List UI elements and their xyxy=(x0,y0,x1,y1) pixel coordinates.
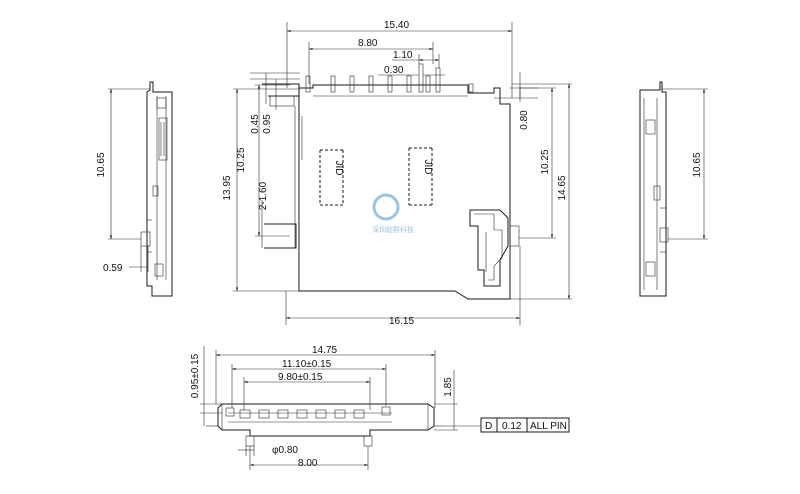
dim-10-25-right: 10.25 xyxy=(510,87,556,239)
dim-label: 10.65 xyxy=(96,152,107,177)
dim-label: 8.00 xyxy=(298,458,318,469)
dim-label: 0.80 xyxy=(519,110,530,130)
dim-front-9-80: 9.80±0.15 xyxy=(243,372,371,410)
pin-array xyxy=(305,63,474,93)
marker-left: JID xyxy=(319,149,344,206)
dim-label: 8.80 xyxy=(358,38,378,49)
dim-8-80: 8.80 xyxy=(308,38,434,84)
dim-label: 10.25 xyxy=(540,149,551,174)
tolerance-symbol: D xyxy=(485,421,492,432)
right-latch xyxy=(469,209,520,287)
dim-front-hole: φ0.80 xyxy=(238,445,298,456)
right-side-view xyxy=(639,81,669,297)
front-view xyxy=(206,403,444,447)
dim-label: 0.95±0.15 xyxy=(190,353,201,398)
dim-0-95: 0.95 xyxy=(250,78,300,134)
dim-label: φ0.80 xyxy=(272,445,298,456)
dim-label: 14.75 xyxy=(312,345,337,356)
dim-label: 1.10 xyxy=(393,50,413,61)
dim-front-8-00: 8.00 xyxy=(249,446,369,470)
dim-0-45: 0.45 xyxy=(250,72,300,134)
dim-0-80: 0.80 xyxy=(519,72,538,130)
front-pin-array xyxy=(239,409,365,419)
dim-label: 0.30 xyxy=(384,65,404,76)
dim-label: 2-1.60 xyxy=(258,181,269,210)
dim-label: 13.95 xyxy=(222,175,233,200)
dim-label: 10.65 xyxy=(692,152,703,177)
side-dimension-10-65-right: 10.65 xyxy=(662,88,708,240)
dim-label: 0.59 xyxy=(103,263,123,274)
side-dimension-0-59: 0.59 xyxy=(103,246,149,274)
dim-label: 9.80±0.15 xyxy=(278,372,323,383)
dim-label: 16.15 xyxy=(389,316,414,327)
dim-15-40: 15.40 xyxy=(286,20,513,98)
dim-label: 0.95 xyxy=(262,114,273,134)
dim-label: 0.45 xyxy=(250,114,261,134)
dim-label: 11.10±0.15 xyxy=(282,359,332,370)
main-top-view: JID JID 深圳超群科技 xyxy=(262,63,521,300)
dim-front-1-85: 1.85 xyxy=(434,370,458,431)
watermark-text: 深圳超群科技 xyxy=(372,225,414,234)
dim-13-95: 13.95 xyxy=(222,88,300,292)
dim-2-1-60: 2-1.60 xyxy=(258,181,269,248)
dim-1-10: 1.10 xyxy=(392,50,440,68)
left-side-view xyxy=(140,81,173,297)
tolerance-note: ALL PIN xyxy=(530,421,567,432)
marker-left-text: JID xyxy=(333,161,344,176)
tolerance-value: 0.12 xyxy=(502,421,522,432)
dim-16-15: 16.15 xyxy=(285,246,521,327)
dim-front-0-95: 0.95±0.15 xyxy=(190,346,222,426)
marker-right: JID xyxy=(408,147,433,206)
dim-front-11-10: 11.10±0.15 xyxy=(231,359,387,408)
tolerance-frame: D 0.12 ALL PIN xyxy=(444,417,570,433)
marker-right-text: JID xyxy=(422,160,433,175)
dim-front-14-75: 14.75 xyxy=(215,345,436,408)
dim-10-25-left: 10.25 xyxy=(236,84,290,237)
dim-0-30: 0.30 xyxy=(378,65,445,76)
side-dimension-10-65-left: 10.65 xyxy=(96,88,150,240)
dim-14-65: 14.65 xyxy=(510,83,572,300)
dim-label: 1.85 xyxy=(443,377,454,397)
dim-label: 15.40 xyxy=(384,20,409,31)
dim-label: 14.65 xyxy=(557,175,568,200)
watermark-logo: 深圳超群科技 xyxy=(372,193,414,234)
dim-label: 10.25 xyxy=(236,147,247,172)
